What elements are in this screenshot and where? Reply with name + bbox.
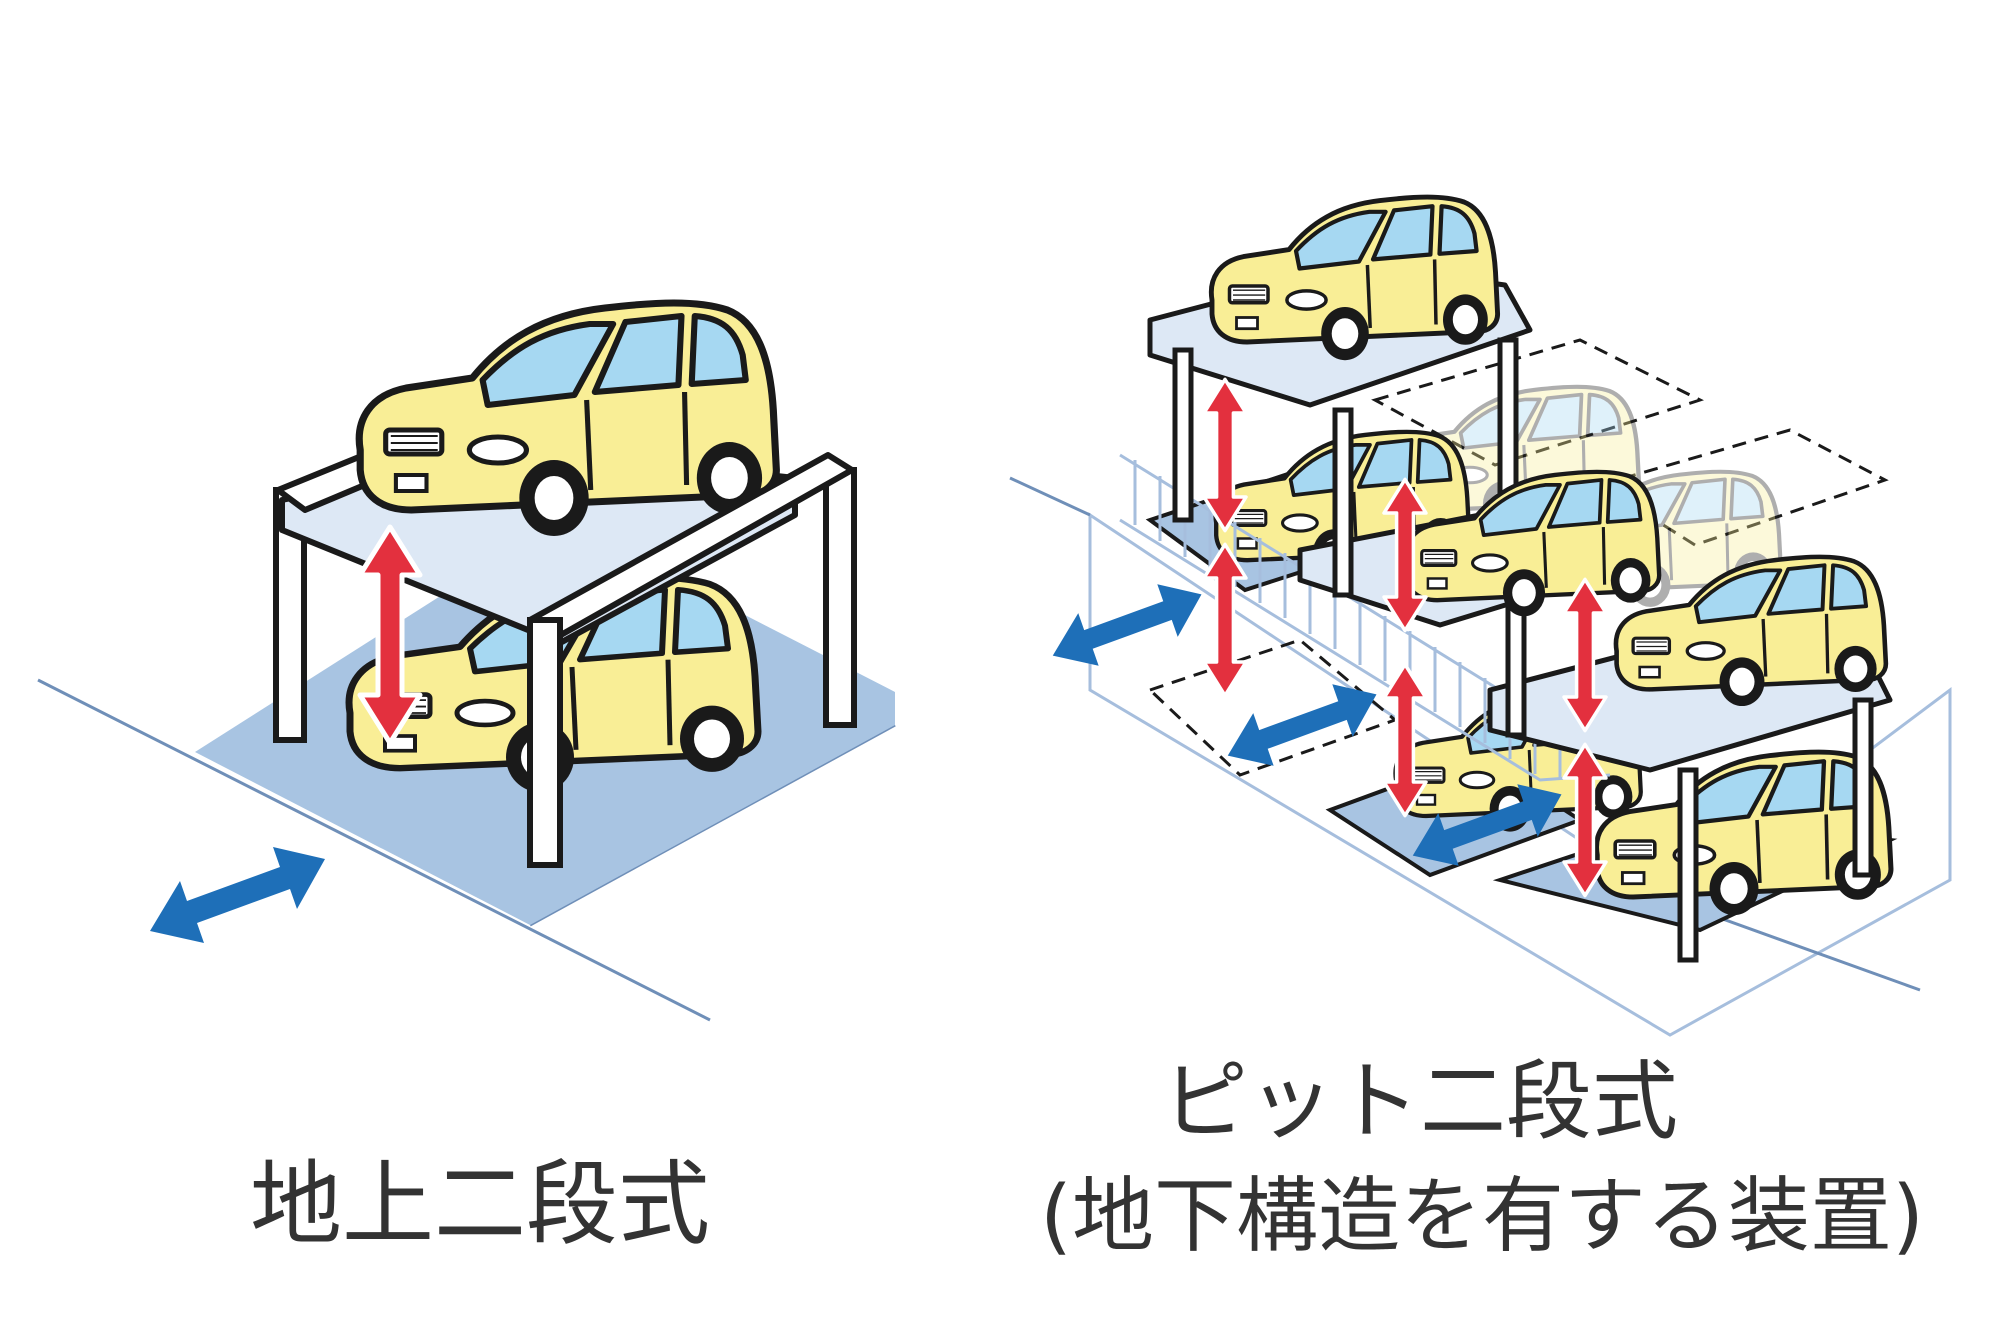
horizontal-move-arrow-icon	[1052, 584, 1202, 666]
vertical-lift-arrow-icon	[1202, 542, 1248, 698]
pit-two-stage-illustration	[1009, 197, 1952, 1037]
caption-pit-two-stage: ピット二段式	[1162, 1052, 1678, 1152]
vertical-lift-arrow-icon	[1382, 662, 1428, 818]
caption-ground-level-two-stage: 地上二段式	[249, 1151, 710, 1258]
frame-post	[823, 467, 857, 728]
frame-post	[527, 617, 563, 868]
ground-level-two-stage-illustration	[37, 303, 896, 1022]
frame-post	[1172, 337, 1874, 963]
empty-slot	[1596, 428, 1889, 547]
car-icon	[1211, 197, 1497, 360]
ground-line	[1009, 476, 1091, 517]
ground-line	[37, 678, 711, 1022]
caption-pit-two-stage-note: (地下構造を有する装置)	[1040, 1169, 1924, 1264]
vertical-lift-arrow-icon	[1202, 377, 1248, 533]
vertical-lift-arrow-icon	[1562, 577, 1608, 733]
horizontal-move-arrow-icon	[150, 847, 325, 943]
car-icon	[359, 303, 776, 536]
